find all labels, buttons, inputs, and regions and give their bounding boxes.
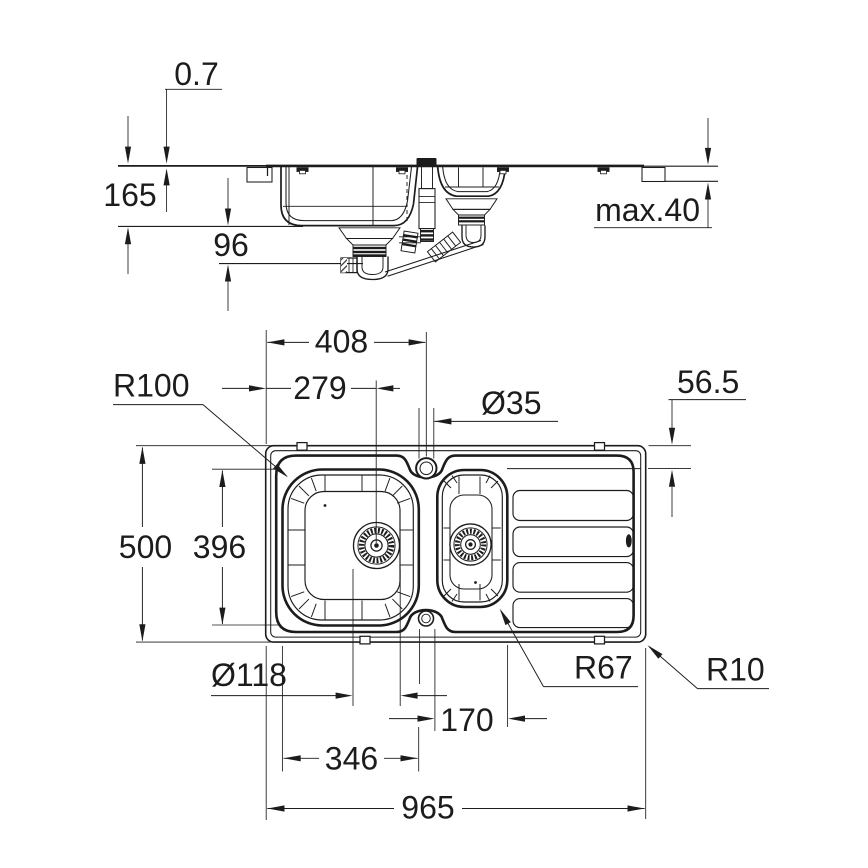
half-bowl-inner-wall	[442, 166, 501, 193]
corrugated-hose	[426, 231, 462, 263]
dim-bowl-outer-width: 346	[281, 646, 420, 777]
tap-hole	[415, 457, 438, 480]
plan-view: 408 279 Ø35	[113, 324, 769, 826]
half-bowl-rim-outer	[435, 468, 509, 609]
overflow-hose-coupler	[400, 230, 419, 254]
dim-label-56-5: 56.5	[677, 364, 739, 400]
dim-label-max40: max.40	[595, 192, 700, 228]
dim-label-r100: R100	[113, 368, 190, 404]
dim-half-bowl-width: 170	[389, 629, 547, 738]
half-bowl-plan	[435, 468, 509, 609]
dim-label-408: 408	[315, 324, 368, 360]
drainer-ribs	[512, 489, 635, 629]
half-drain-flange	[445, 198, 498, 210]
right-clamp-hatch	[641, 166, 666, 183]
half-drain-nut	[458, 214, 485, 226]
half-bowl-wall-segments	[443, 475, 501, 602]
dim-label-r10: R10	[706, 652, 765, 688]
trap-cup-inner	[361, 256, 384, 275]
half-bowl-rim-inner	[441, 474, 503, 603]
trap-outlet-hatch	[341, 258, 347, 273]
dim-label-0-7: 0.7	[174, 56, 218, 92]
overflow-stem	[421, 165, 433, 190]
pipe-line	[384, 240, 482, 273]
dim-tap-offset: 408	[265, 324, 427, 457]
dim-trap-clearance: 96	[213, 178, 249, 311]
drainer-hole	[625, 534, 632, 548]
dim-tap-hole-diameter: Ø35	[418, 385, 558, 459]
main-drain-flange	[338, 227, 401, 239]
dim-label-r67: R67	[574, 650, 633, 686]
basin-area-contour	[274, 454, 635, 634]
dim-drainer-edge-offset: 56.5	[648, 364, 746, 517]
pipe-line	[387, 244, 484, 277]
main-drain-assembly	[338, 227, 401, 281]
dim-label-279: 279	[293, 370, 346, 406]
dim-label-396: 396	[193, 529, 246, 565]
dim-worktop-thickness: max.40	[594, 118, 712, 229]
left-clamp-hatch	[246, 166, 273, 183]
main-bowl-wall-segments	[288, 475, 413, 620]
callout-r100: R100	[113, 368, 291, 480]
main-bowl-inner-wall	[285, 166, 413, 222]
center-dot	[474, 581, 477, 584]
popup-knob	[416, 158, 437, 166]
front-hole-inner	[421, 613, 431, 624]
dim-bowl-depth: 165	[103, 116, 157, 274]
main-bowl-rim-inner	[287, 474, 414, 621]
dim-label-170: 170	[440, 702, 493, 738]
callout-r67: R67	[497, 607, 638, 688]
plan-edge-clips	[296, 441, 606, 645]
dim-label-165: 165	[103, 177, 156, 213]
side-section-view: 0.7 165 96 max.40	[103, 56, 718, 311]
dim-label-d118: Ø118	[211, 657, 287, 693]
dim-label-346: 346	[325, 741, 378, 777]
dim-label-96: 96	[213, 227, 249, 263]
trap-cup	[356, 256, 389, 281]
dim-overall-width: 965	[265, 646, 647, 826]
center-dot	[323, 504, 327, 507]
sink-outer-edge	[264, 444, 647, 643]
overflow-body	[418, 188, 436, 230]
main-bowl-rim-outer	[281, 468, 421, 627]
front-hole	[417, 610, 435, 627]
half-bowl-drain-assembly	[445, 198, 498, 248]
dim-drain-offset: 279	[222, 370, 400, 543]
dim-drain-diameter: Ø118	[211, 569, 447, 706]
dim-overall-depth: 500	[119, 445, 274, 643]
half-bowl-outer-wall	[436, 166, 507, 198]
dim-bowl-outer-depth: 396	[193, 468, 280, 626]
tap-hole-inner	[419, 461, 434, 476]
overflow-assembly	[416, 158, 437, 242]
connecting-pipes	[384, 230, 484, 277]
dim-label-d35: Ø35	[481, 385, 541, 421]
half-drain-elbow-inner	[465, 225, 482, 243]
sink-rim-inner-edge	[270, 450, 642, 638]
half-drain-collar	[451, 208, 492, 216]
main-bowl-outer-wall	[280, 166, 419, 227]
callout-r10: R10	[645, 642, 769, 690]
dim-label-965: 965	[401, 790, 454, 826]
main-drain-collar	[345, 238, 394, 246]
dim-label-500: 500	[119, 529, 172, 565]
half-drain-elbow	[461, 225, 486, 248]
rim-clips	[296, 167, 610, 175]
dim-rim-thickness: 0.7	[163, 56, 222, 212]
half-drain-strainer	[449, 523, 492, 566]
